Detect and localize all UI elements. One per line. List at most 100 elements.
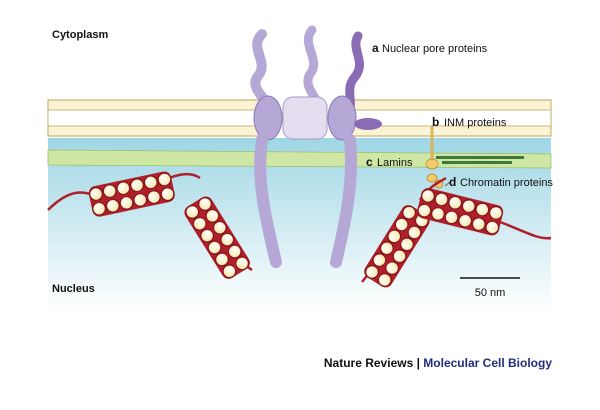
nucleosome: [205, 208, 220, 223]
nucleosome: [471, 217, 486, 232]
linker-dna: [203, 216, 209, 223]
nucleosome: [207, 240, 222, 255]
pore-filament-right: [345, 31, 364, 115]
nucleosome: [444, 210, 459, 225]
annotation-d-text: Chromatin proteins: [460, 177, 553, 189]
linker-dna: [94, 199, 101, 203]
annotation-c-letter: c: [366, 155, 373, 169]
nucleosome: [192, 216, 207, 231]
linker-dna: [436, 204, 443, 209]
nucleosome: [157, 172, 172, 187]
nucleosome: [385, 260, 400, 276]
nucleosome: [420, 188, 436, 204]
scale-bar-label: 50 nm: [475, 287, 506, 299]
figure-credit: Nature Reviews | Molecular Cell Biology: [0, 356, 552, 370]
annotation-b-letter: b: [432, 115, 439, 129]
nucleosome: [475, 202, 490, 217]
linker-dna: [196, 204, 202, 212]
nucleosome: [214, 252, 230, 267]
membrane-lumen-left: [47, 109, 273, 127]
linker-dna: [423, 201, 430, 205]
fibre-left-top: [88, 171, 175, 217]
nucleosome: [222, 264, 237, 279]
linker-dna: [135, 191, 142, 195]
region-label-cytoplasm: Cytoplasm: [52, 29, 108, 41]
linker-dna: [390, 249, 396, 256]
credit-section: Molecular Cell Biology: [423, 356, 552, 370]
annotation-b-text: INM proteins: [444, 117, 507, 129]
nucleosome: [461, 199, 476, 214]
pore-central-channel: [282, 96, 328, 140]
nucleosome: [212, 220, 227, 235]
nucleosome: [394, 217, 409, 232]
basket-strand-left: [254, 134, 282, 268]
linker-dna: [490, 218, 498, 222]
nucleosome: [485, 220, 500, 235]
nucleosome: [448, 195, 463, 210]
pore-filament-left: [250, 29, 273, 109]
fibre-left-bottom: [184, 196, 250, 279]
linker-dna: [225, 252, 231, 259]
pore-filament-center: [303, 25, 321, 105]
nucleosome: [133, 192, 148, 208]
chromatin-fibres: [88, 171, 504, 288]
credit-journal: Nature Reviews: [323, 356, 414, 370]
linker-dna: [413, 213, 418, 220]
nucleosome: [220, 232, 235, 247]
nucleosome: [377, 272, 392, 288]
nucleosome: [401, 205, 417, 220]
nucleosome: [92, 201, 107, 216]
pore-membrane-protein: [354, 118, 382, 130]
linker-dna: [162, 185, 170, 189]
pore-ring-right: [327, 95, 357, 141]
nucleosome: [160, 187, 175, 202]
annotation-a-text: Nuclear pore proteins: [382, 43, 488, 55]
nucleosome: [392, 249, 407, 264]
lamin-filament: [436, 156, 524, 164]
nucleosome: [88, 186, 104, 202]
nucleosome: [379, 241, 394, 256]
linker-dna: [383, 261, 389, 268]
basket-strand-right: [330, 134, 358, 268]
linker-dna: [149, 188, 156, 192]
annotation-a-letter: a: [372, 41, 379, 55]
pore-ring-left: [253, 95, 283, 141]
linker-dna: [233, 264, 239, 271]
linker-dna: [375, 272, 381, 280]
linker-dna: [108, 196, 115, 201]
nucleosome: [430, 206, 446, 222]
fibre-right-right: [417, 188, 504, 236]
nucleosome: [105, 198, 120, 213]
nucleosome: [102, 183, 117, 199]
linker-dna: [463, 211, 471, 216]
nucleosome: [417, 203, 432, 218]
annotation-d-letter: d: [449, 175, 456, 189]
annotation-c-text: Lamins: [377, 157, 413, 169]
leader-line-d: [444, 181, 451, 187]
linker-dna: [477, 215, 484, 219]
fibre-right-left: [364, 205, 430, 288]
region-label-nucleus: Nucleus: [52, 283, 95, 295]
nucleosome: [372, 253, 387, 268]
linker-dna: [218, 240, 224, 247]
nucleosome: [119, 195, 134, 210]
credit-separator: |: [416, 356, 420, 370]
linker-dna: [211, 228, 216, 235]
nucleosome: [364, 264, 380, 280]
nuclear-lamina: [47, 149, 552, 169]
nucleosome: [129, 178, 145, 193]
nucleosome: [143, 175, 158, 190]
nucleosome: [185, 204, 200, 220]
nucleosome: [399, 237, 415, 252]
nucleosome: [458, 213, 473, 228]
linker-dna: [121, 193, 129, 198]
linker-dna: [405, 225, 411, 232]
linker-dna: [398, 237, 404, 244]
nucleosome: [197, 196, 213, 212]
linker-dna: [450, 208, 457, 212]
nucleosome: [488, 205, 504, 221]
nucleosome: [146, 189, 161, 205]
nucleosome: [434, 192, 449, 207]
nucleosome: [387, 229, 402, 244]
